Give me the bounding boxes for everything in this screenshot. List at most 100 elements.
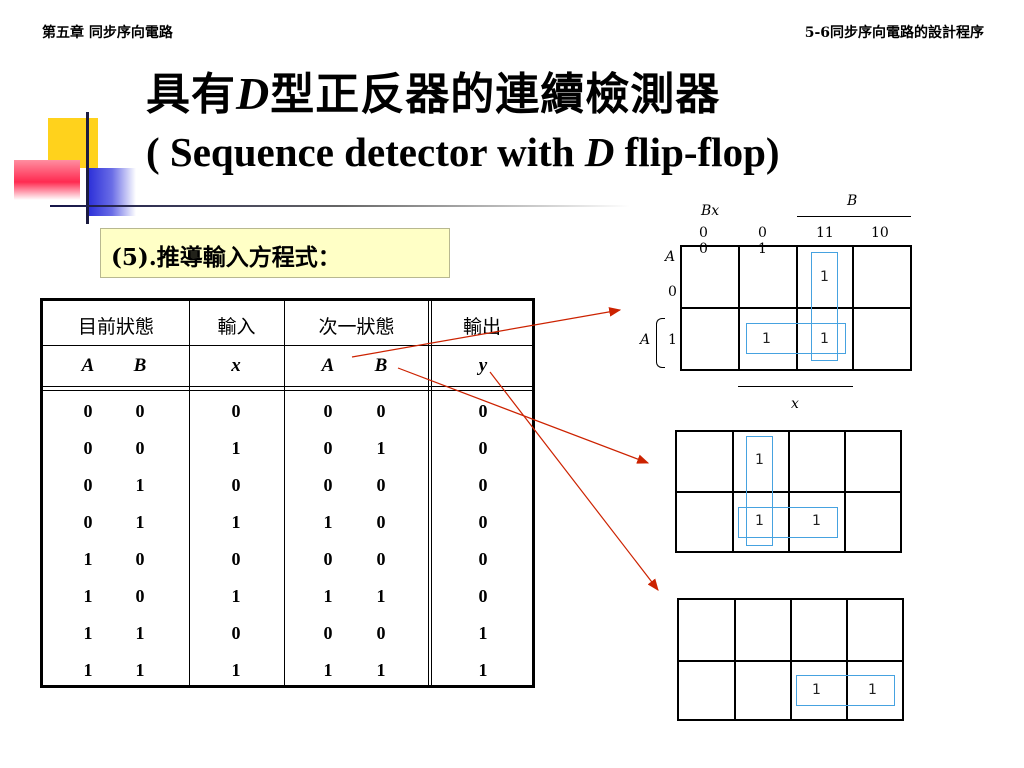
title-pre: 具有 bbox=[146, 69, 236, 120]
cell-y: 0 bbox=[478, 401, 488, 421]
kmap-row-a-side: A bbox=[640, 332, 651, 348]
title2-var: D bbox=[584, 129, 615, 175]
cell-b: 1 bbox=[135, 660, 145, 680]
cell-x: 1 bbox=[231, 512, 241, 532]
kmap-group-vertical bbox=[746, 436, 773, 546]
decor-horizontal-line bbox=[50, 205, 630, 207]
step-label: (5).推導輸入方程式： bbox=[100, 228, 450, 278]
header-input: 輸入 bbox=[217, 316, 256, 338]
header-present-state: 目前狀態 bbox=[77, 316, 154, 338]
cell-next-a: 0 bbox=[323, 475, 333, 495]
cell-x: 0 bbox=[231, 623, 241, 643]
kmap-one: 1 bbox=[820, 331, 829, 347]
kmap-group-horizontal bbox=[746, 323, 846, 354]
cell-a: 1 bbox=[83, 586, 93, 606]
cell-a: 0 bbox=[83, 475, 93, 495]
title-post: 型正反器的連續檢測器 bbox=[270, 69, 721, 120]
kmap-one: 1 bbox=[812, 682, 821, 698]
cell-next-b: 0 bbox=[376, 623, 386, 643]
subheader-next-a: A bbox=[321, 355, 335, 376]
cell-y: 0 bbox=[478, 438, 488, 458]
decor-vertical-line bbox=[86, 112, 89, 224]
cell-next-a: 0 bbox=[323, 549, 333, 569]
cell-x: 1 bbox=[231, 660, 241, 680]
cell-a: 1 bbox=[83, 623, 93, 643]
kmap-row-code-1: 1 bbox=[668, 332, 677, 348]
kmap-col-code-00: 0 0 bbox=[699, 225, 708, 257]
subheader-next-b: B bbox=[374, 355, 388, 376]
cell-next-a: 0 bbox=[323, 401, 333, 421]
cell-a: 0 bbox=[83, 401, 93, 421]
kmap-x-label: x bbox=[791, 396, 799, 412]
chapter-header: 第五章 同步序向電路 bbox=[42, 25, 173, 41]
cell-y: 0 bbox=[478, 512, 488, 532]
slide-title-chinese: 具有D型正反器的連續檢測器 bbox=[146, 58, 720, 122]
cell-b: 0 bbox=[135, 401, 145, 421]
kmap-group-horizontal bbox=[796, 675, 895, 706]
title2-post: flip-flop) bbox=[614, 129, 780, 175]
kmap-b-label: B bbox=[847, 193, 858, 209]
kmap-one: 1 bbox=[820, 269, 829, 285]
decor-red-bar bbox=[14, 160, 80, 200]
decor-yellow-square bbox=[48, 118, 98, 168]
cell-next-a: 0 bbox=[323, 438, 333, 458]
kmap-one: 1 bbox=[812, 513, 821, 529]
cell-next-a: 1 bbox=[323, 660, 333, 680]
cell-next-b: 0 bbox=[376, 401, 386, 421]
cell-x: 0 bbox=[231, 475, 241, 495]
kmap-one: 1 bbox=[755, 452, 764, 468]
kmap-col-code-10: 10 bbox=[871, 225, 889, 241]
cell-b: 1 bbox=[135, 475, 145, 495]
cell-next-b: 1 bbox=[376, 660, 386, 680]
cell-b: 1 bbox=[135, 512, 145, 532]
title-var: D bbox=[236, 68, 271, 119]
decor-blue-square bbox=[88, 168, 136, 216]
cell-x: 1 bbox=[231, 438, 241, 458]
kmap-group-vertical bbox=[811, 252, 838, 361]
cell-a: 1 bbox=[83, 660, 93, 680]
arrow-a-to-kmap-a bbox=[351, 307, 622, 358]
cell-next-b: 1 bbox=[376, 586, 386, 606]
arrow-y-to-kmap-y bbox=[489, 371, 659, 591]
cell-b: 0 bbox=[135, 438, 145, 458]
cell-x: 0 bbox=[231, 549, 241, 569]
kmap-col-var: Bx bbox=[701, 203, 720, 219]
kmap-one: 1 bbox=[755, 513, 764, 529]
cell-next-b: 0 bbox=[376, 549, 386, 569]
cell-next-a: 0 bbox=[323, 623, 333, 643]
subheader-b: B bbox=[133, 355, 147, 376]
subheader-y: y bbox=[478, 355, 488, 376]
cell-next-b: 0 bbox=[376, 512, 386, 532]
slide-title-english: ( Sequence detector with D flip-flop) bbox=[146, 128, 780, 176]
cell-a: 0 bbox=[83, 512, 93, 532]
title2-pre: ( Sequence detector with bbox=[146, 129, 585, 175]
kmap-one: 1 bbox=[868, 682, 877, 698]
kmap-group-horizontal bbox=[738, 507, 838, 538]
cell-b: 0 bbox=[135, 586, 145, 606]
cell-x: 0 bbox=[231, 401, 241, 421]
kmap-col-code-11: 11 bbox=[816, 225, 834, 241]
cell-next-b: 1 bbox=[376, 438, 386, 458]
subheader-a: A bbox=[81, 355, 95, 376]
cell-next-b: 0 bbox=[376, 475, 386, 495]
cell-b: 0 bbox=[135, 549, 145, 569]
cell-y: 1 bbox=[478, 623, 488, 643]
cell-y: 0 bbox=[478, 586, 488, 606]
cell-b: 1 bbox=[135, 623, 145, 643]
kmap-row-var: A bbox=[665, 249, 676, 265]
kmap-col-code-01: 0 1 bbox=[758, 225, 767, 257]
cell-y: 1 bbox=[478, 660, 488, 680]
header-next-state: 次一狀態 bbox=[318, 316, 395, 338]
cell-a: 0 bbox=[83, 438, 93, 458]
cell-next-a: 1 bbox=[323, 512, 333, 532]
subheader-x: x bbox=[231, 355, 241, 376]
section-header: 5-6同步序向電路的設計程序 bbox=[804, 25, 984, 41]
cell-x: 1 bbox=[231, 586, 241, 606]
kmap-row-code-0: 0 bbox=[668, 284, 677, 300]
cell-y: 0 bbox=[478, 475, 488, 495]
cell-a: 1 bbox=[83, 549, 93, 569]
kmap-one: 1 bbox=[762, 331, 771, 347]
cell-y: 0 bbox=[478, 549, 488, 569]
